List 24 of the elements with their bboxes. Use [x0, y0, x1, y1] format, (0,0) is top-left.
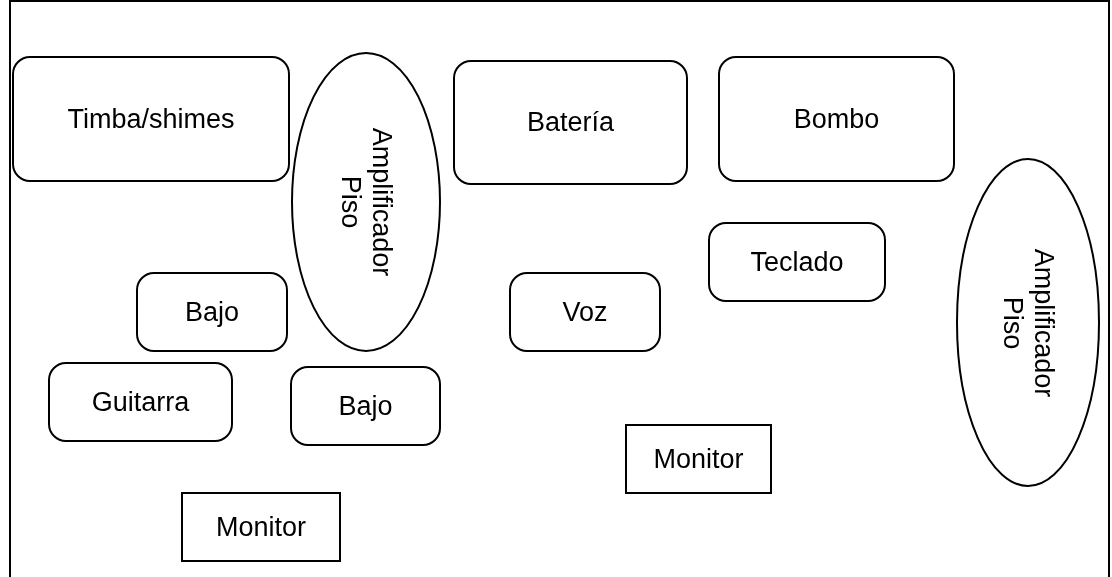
node-label: Batería [526, 107, 615, 138]
instrument-box [453, 60, 688, 185]
node-label: Monitor [653, 443, 744, 475]
amplifier-ellipse [291, 52, 441, 352]
instrument-box [718, 56, 955, 182]
instrument-box [509, 272, 661, 352]
node-label: Teclado [750, 246, 844, 278]
node-label: Amplificador Piso [997, 248, 1059, 397]
node-label: Voz [562, 296, 608, 328]
node-label: Bajo [338, 390, 393, 422]
instrument-box [12, 56, 290, 182]
instrument-box [48, 362, 233, 442]
node-label: Monitor [216, 511, 306, 543]
instrument-box [290, 366, 441, 446]
instrument-box [136, 272, 288, 352]
node-label: Guitarra [91, 386, 190, 418]
instrument-box [708, 222, 886, 302]
monitor-box [625, 424, 772, 494]
amplifier-ellipse [956, 158, 1100, 487]
node-label: Amplificador Piso [335, 127, 397, 277]
monitor-box [181, 492, 341, 562]
node-label: Bombo [793, 103, 880, 135]
node-label: Timba/shimes [67, 103, 235, 135]
node-label: Bajo [184, 296, 239, 328]
